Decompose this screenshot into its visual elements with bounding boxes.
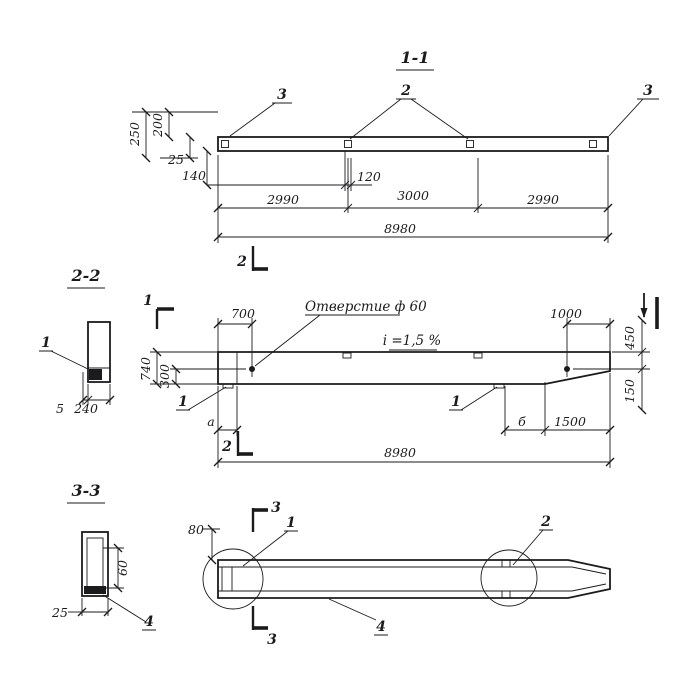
dim-120: 120: [357, 169, 381, 184]
detail-circle-right: [480, 549, 538, 607]
callout-1: 1: [286, 515, 296, 531]
dim-seg-a: а: [207, 414, 214, 429]
flange-taper-line: [571, 583, 607, 592]
tick: [83, 395, 93, 405]
dim-240: 240: [73, 401, 98, 416]
dim-200: 200: [150, 113, 165, 138]
view-section-1-1: 1-1 3 2 3 250 200 25 140 12: [127, 48, 659, 243]
view-plan: 3 80 1 2 4 3: [188, 500, 611, 648]
leader-line: [187, 386, 227, 411]
dim-5: 5: [56, 401, 64, 416]
stiffener-mark: [344, 140, 352, 148]
dim-total-8980: 8980: [384, 445, 416, 460]
callout-1: 1: [41, 335, 51, 351]
dim-1500: 1500: [554, 414, 586, 429]
dim-1000: 1000: [550, 306, 582, 321]
cut-label-3-top: 3: [271, 500, 281, 516]
cut-label-2-top: 2: [236, 254, 247, 270]
dim-total-8980: 8980: [384, 221, 416, 236]
tick: [637, 364, 647, 374]
view-title-3-3: 3-3: [72, 481, 101, 500]
dim-740: 740: [138, 357, 153, 381]
end-plate-mark: [221, 566, 233, 592]
bottom-plate-mark: [493, 383, 505, 389]
leader-line: [328, 598, 377, 621]
section-3-3-base-plate: [84, 586, 106, 594]
callout-4: 4: [376, 619, 386, 635]
stiffener-mark: [589, 140, 597, 148]
tick: [473, 203, 483, 213]
dim-seg-b: б: [518, 414, 526, 429]
callout-2-mid: 2: [400, 83, 411, 99]
callout-4: 4: [144, 614, 154, 630]
dim-60: 60: [115, 560, 130, 576]
view-title-1-1: 1-1: [401, 48, 430, 67]
detail-circle-left: [202, 548, 264, 610]
beam-elevation-outline: [217, 351, 611, 385]
callout-2: 2: [540, 514, 551, 530]
view-elevation: 2 1 Отверстие ф 60 i =1,5 % 700: [138, 246, 659, 468]
dim-span-3: 2990: [526, 192, 559, 207]
embedded-plate: [89, 369, 102, 380]
tick: [343, 203, 353, 213]
callout-1-right: 1: [451, 394, 461, 410]
dim-150: 150: [622, 379, 637, 403]
stiffener-mark: [342, 352, 352, 359]
flange-taper-line: [571, 566, 607, 575]
bottom-plate-mark: [222, 383, 234, 389]
stiffener-mark: [221, 140, 229, 148]
beam-plan-outline: [217, 559, 611, 599]
dim-700: 700: [231, 306, 255, 321]
dim-250: 250: [127, 122, 142, 147]
leader-line: [50, 350, 89, 370]
leader-line: [242, 530, 289, 567]
tick: [540, 425, 550, 435]
view-title-2-2: 2-2: [71, 266, 101, 285]
view-section-2-2: 2-2 1 5 240: [39, 266, 115, 416]
view-section-3-3: 3-3 60 25 4: [51, 481, 156, 631]
leader-line: [608, 98, 644, 137]
dim-140: 140: [182, 168, 206, 183]
callout-3-left: 3: [277, 87, 287, 103]
leader-line: [254, 314, 321, 367]
leader-line: [460, 386, 498, 411]
callout-1-left: 1: [178, 394, 188, 410]
cut-label-3-bottom: 3: [267, 632, 277, 648]
leader-line: [349, 98, 402, 140]
leader-line: [410, 98, 469, 140]
dim-25: 25: [167, 152, 184, 167]
section-3-3-outline: [81, 531, 109, 597]
dim-span-2: 3000: [397, 188, 429, 203]
stiffener-mark: [466, 140, 474, 148]
section-2-2-outline: [87, 321, 111, 383]
hole-note: Отверстие ф 60: [305, 299, 427, 315]
dim-25: 25: [51, 605, 68, 620]
leader-line: [229, 102, 276, 137]
cut-label-1-left: 1: [143, 293, 153, 309]
dim-300: 300: [157, 364, 172, 388]
leader-line: [102, 594, 147, 623]
stiffener-mark: [473, 352, 483, 359]
dim-span-1: 2990: [266, 192, 299, 207]
callout-3-right: 3: [643, 83, 653, 99]
tick: [637, 347, 647, 357]
leader-line: [512, 529, 544, 566]
cut-label-2-bottom: 2: [221, 439, 232, 455]
dim-450: 450: [622, 326, 637, 351]
beam-strip-outline: [217, 136, 609, 152]
slope-label: i =1,5 %: [383, 333, 442, 349]
dim-80: 80: [188, 522, 204, 537]
